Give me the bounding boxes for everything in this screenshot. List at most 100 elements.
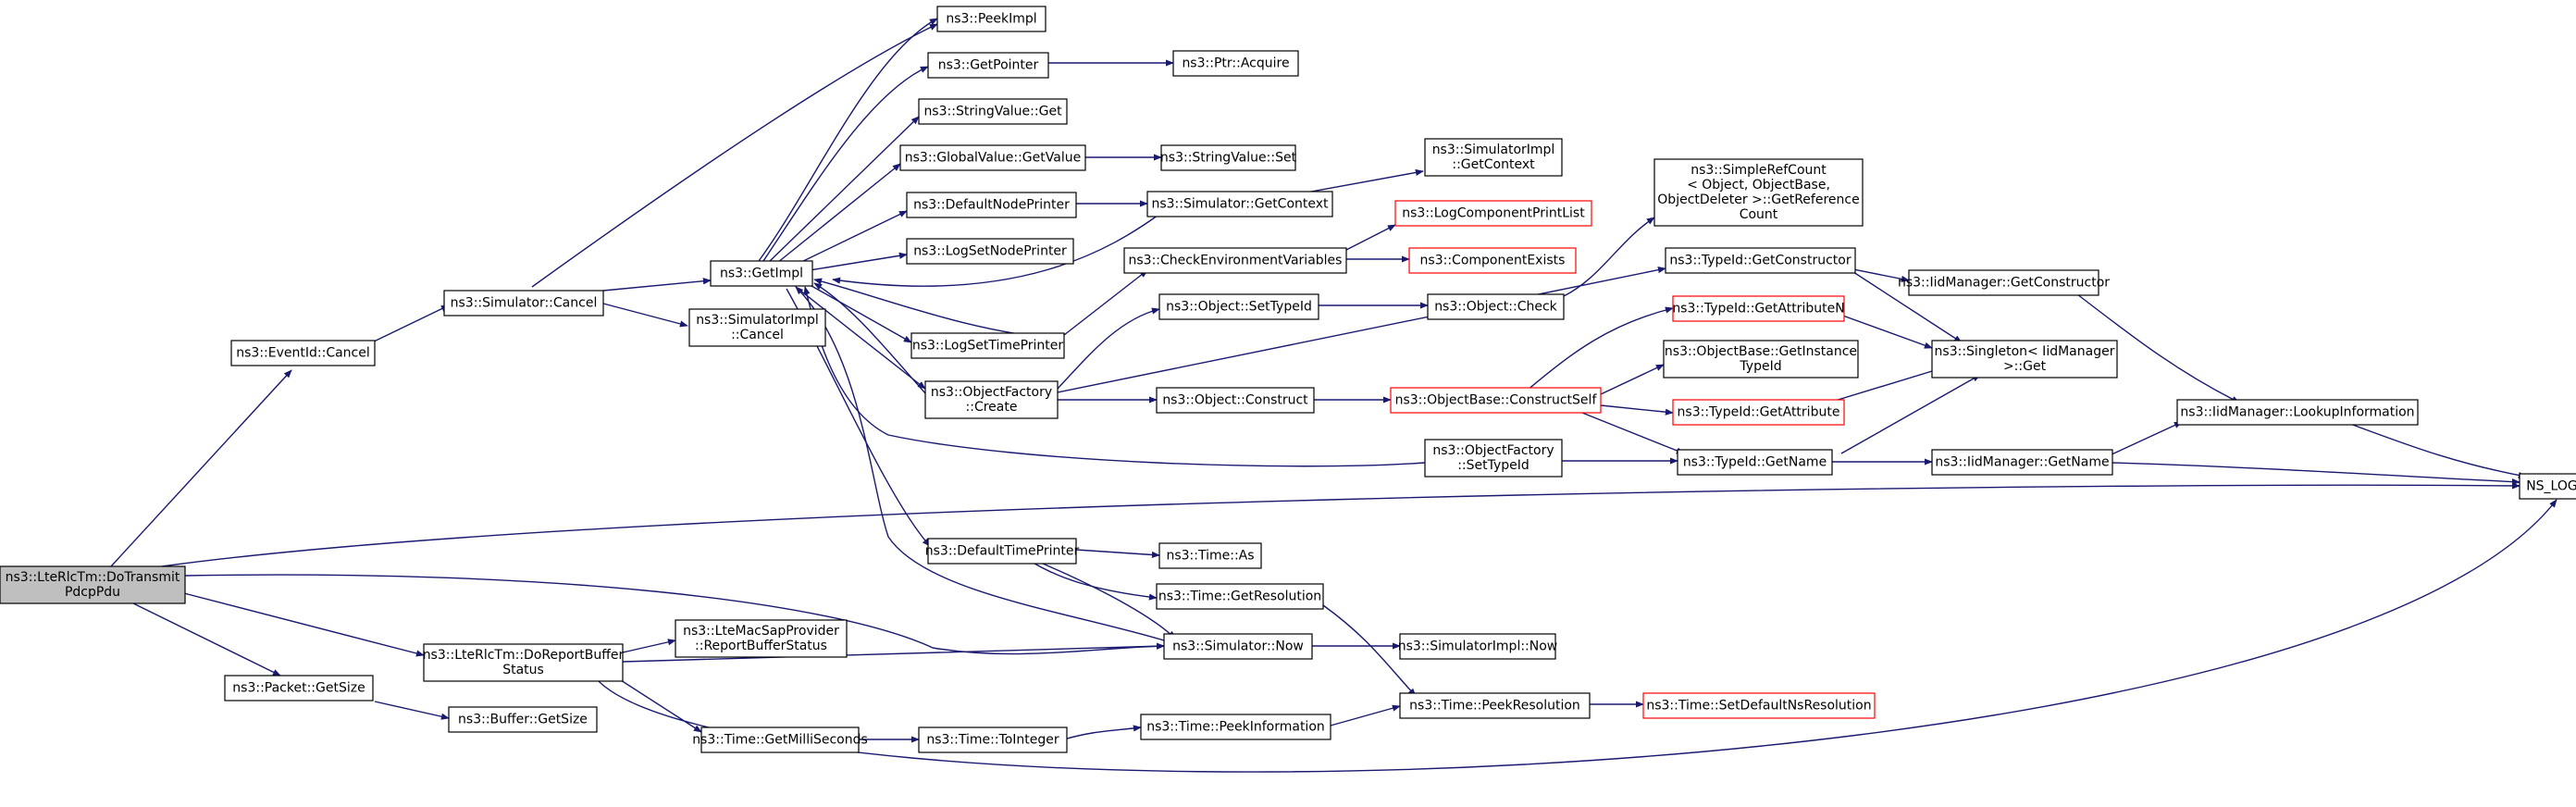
node-box — [936, 6, 1046, 32]
edge — [776, 163, 901, 264]
node-obj-construct[interactable]: ns3::Object::Construct — [1156, 387, 1315, 414]
node-logcomplist[interactable]: ns3::LogComponentPrintList — [1394, 200, 1592, 227]
node-box — [1394, 200, 1592, 227]
node-srcgetref[interactable]: ns3::SimpleRefCount< Object, ObjectBase,… — [1653, 158, 1864, 227]
edge — [2109, 421, 2183, 456]
node-label: ns3::LogSetNodePrinter — [913, 244, 1067, 259]
node-label: Status — [502, 663, 544, 677]
node-singleton-get[interactable]: ns3::Singleton< IidManager >::Get — [1931, 340, 2118, 379]
node-tid-getattr[interactable]: ns3::TypeId::GetAttribute — [1672, 399, 1845, 426]
node-sim-getcontext[interactable]: ns3::Simulator::GetContext — [1146, 191, 1333, 217]
node-time-getres[interactable]: ns3::Time::GetResolution — [1156, 583, 1324, 610]
node-strval-set[interactable]: ns3::StringValue::Set — [1160, 144, 1297, 171]
node-iid-lookup[interactable]: ns3::IidManager::LookupInformation — [2176, 399, 2419, 426]
node-label: ns3::PeekImpl — [946, 12, 1036, 27]
node-obj-check[interactable]: ns3::Object::Check — [1427, 293, 1565, 320]
node-setdefres[interactable]: ns3::Time::SetDefaultNsResolution — [1642, 692, 1876, 719]
node-box — [927, 538, 1077, 565]
node-box — [423, 643, 624, 682]
node-defnodeprinter[interactable]: ns3::DefaultNodePrinter — [906, 192, 1077, 218]
node-iid-getname[interactable]: ns3::IidManager::GetName — [1931, 449, 2113, 476]
node-label: ::SetTypeId — [1457, 458, 1530, 473]
node-gv-getvalue[interactable]: ns3::GlobalValue::GetValue — [899, 144, 1086, 171]
node-simimpl-getctx[interactable]: ns3::SimulatorImpl::GetContext — [1424, 138, 1563, 177]
node-tid-getattrn[interactable]: ns3::TypeId::GetAttributeN — [1672, 295, 1845, 322]
node-box — [1931, 449, 2113, 476]
node-simimpl-cancel[interactable]: ns3::SimulatorImpl::Cancel — [688, 308, 826, 347]
node-box — [1931, 340, 2118, 379]
node-logsetnode[interactable]: ns3::LogSetNodePrinter — [906, 238, 1074, 265]
edge — [1035, 560, 1176, 639]
node-box — [918, 98, 1068, 125]
node-getimpl[interactable]: ns3::GetImpl — [710, 260, 813, 287]
node-box — [910, 332, 1065, 359]
node-label: ns3::Time::PeekResolution — [1409, 699, 1580, 714]
node-strval-get[interactable]: ns3::StringValue::Get — [918, 98, 1068, 125]
node-box — [1672, 295, 1845, 322]
node-tid-getctor[interactable]: ns3::TypeId::GetConstructor — [1665, 247, 1856, 274]
edge — [767, 116, 920, 264]
node-label: ns3::ObjectBase::GetInstance — [1665, 344, 1857, 359]
node-label: ns3::IidManager::GetName — [1935, 455, 2109, 470]
node-time-as[interactable]: ns3::Time::As — [1158, 542, 1262, 569]
node-peekinfo[interactable]: ns3::Time::PeekInformation — [1140, 714, 1331, 740]
node-ob-constructself[interactable]: ns3::ObjectBase::ConstructSelf — [1390, 387, 1602, 414]
edge — [832, 212, 1162, 287]
node-iid-getctor[interactable]: ns3::IidManager::GetConstructor — [1898, 269, 2110, 296]
edge — [602, 278, 712, 292]
node-getmilli[interactable]: ns3::Time::GetMilliSeconds — [692, 726, 868, 753]
node-logsettime[interactable]: ns3::LogSetTimePrinter — [910, 332, 1065, 359]
node-ptr-acquire[interactable]: ns3::Ptr::Acquire — [1172, 50, 1299, 77]
node-box — [0, 565, 186, 604]
node-sim-now[interactable]: ns3::Simulator::Now — [1163, 633, 1313, 660]
node-label: ns3::ObjectBase::ConstructSelf — [1395, 393, 1598, 408]
node-peekimpl[interactable]: ns3::PeekImpl — [936, 6, 1046, 32]
node-compexists[interactable]: ns3::ComponentExists — [1408, 247, 1577, 274]
node-label: ns3::Simulator::Cancel — [451, 296, 598, 311]
edge — [809, 252, 908, 271]
node-box — [1140, 714, 1331, 740]
node-simimpl-now[interactable]: ns3::SimulatorImpl::Now — [1398, 633, 1558, 660]
node-nslog[interactable]: NS_LOG_LOGIC — [2519, 473, 2576, 500]
node-box — [710, 260, 813, 287]
node-label: ns3::Time::SetDefaultNsResolution — [1646, 699, 1871, 714]
node-toint[interactable]: ns3::Time::ToInteger — [918, 726, 1068, 753]
edge — [371, 304, 450, 343]
node-obj-settypeid[interactable]: ns3::Object::SetTypeId — [1158, 293, 1319, 320]
node-box — [1677, 449, 1833, 476]
node-label: ns3::SimulatorImpl — [1432, 143, 1555, 157]
node-buffer-getsize[interactable]: ns3::Buffer::GetSize — [448, 706, 598, 733]
node-box — [1123, 247, 1347, 274]
edge — [762, 66, 929, 262]
edge — [758, 18, 938, 262]
edge — [1322, 604, 1417, 697]
node-macsap[interactable]: ns3::LteMacSapProvider::ReportBufferStat… — [675, 619, 848, 658]
node-label: < Object, ObjectBase, — [1687, 178, 1830, 192]
node-deftimeprinter[interactable]: ns3::DefaultTimePrinter — [925, 538, 1080, 565]
node-of-settypeid[interactable]: ns3::ObjectFactory::SetTypeId — [1424, 439, 1563, 478]
node-box — [224, 675, 374, 701]
edge — [1063, 725, 1142, 740]
node-getpointer[interactable]: ns3::GetPointer — [927, 52, 1049, 79]
node-eventid-cancel[interactable]: ns3::EventId::Cancel — [230, 340, 376, 366]
node-packet-getsize[interactable]: ns3::Packet::GetSize — [224, 675, 374, 701]
node-box — [918, 726, 1068, 753]
edge — [110, 369, 292, 567]
node-box — [1158, 293, 1319, 320]
node-sim-cancel[interactable]: ns3::Simulator::Cancel — [443, 290, 604, 317]
edge — [1063, 269, 1148, 336]
node-of-create[interactable]: ns3::ObjectFactory::Create — [924, 380, 1059, 419]
edge — [1563, 217, 1655, 297]
node-box — [448, 706, 598, 733]
node-box — [1424, 138, 1563, 177]
node-box — [1663, 340, 1859, 379]
node-tid-getname[interactable]: ns3::TypeId::GetName — [1677, 449, 1833, 476]
node-checkenv[interactable]: ns3::CheckEnvironmentVariables — [1123, 247, 1347, 274]
node-peekres[interactable]: ns3::Time::PeekResolution — [1399, 692, 1591, 719]
node-box — [1390, 387, 1602, 414]
node-label: ns3::SimulatorImpl::Now — [1398, 639, 1558, 654]
